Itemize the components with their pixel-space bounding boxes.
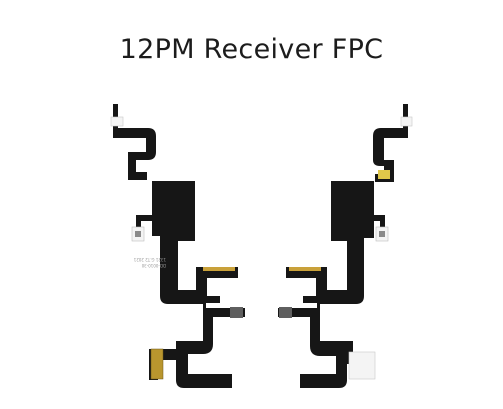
left-cable-marking-1: 1321 G.T2 2021 xyxy=(133,257,166,262)
right-top-connector xyxy=(400,116,413,127)
page-title: 12PM Receiver FPC xyxy=(119,34,384,65)
right-small-port xyxy=(279,307,292,318)
left-top-connector xyxy=(110,116,124,127)
right-bottom-connector xyxy=(348,351,376,380)
left-contact-strip xyxy=(203,267,235,271)
left-small-port xyxy=(230,307,243,318)
right-flex-top-tail xyxy=(373,104,408,182)
left-receiver-flex-cable: 1321 G.T2 2021 DD-0010-30 xyxy=(110,104,245,388)
left-side-connector-port xyxy=(135,231,141,237)
left-cable-marking-2: DD-0010-30 xyxy=(141,263,166,268)
right-receiver-flex-cable xyxy=(278,104,413,388)
right-side-connector-port xyxy=(379,231,385,237)
left-btb-connector xyxy=(150,348,164,380)
left-flex-top-tail xyxy=(113,104,156,180)
left-flex-body xyxy=(149,181,245,388)
right-stiffener xyxy=(378,170,390,179)
right-contact-strip xyxy=(289,267,321,271)
right-flex-body xyxy=(278,181,375,388)
